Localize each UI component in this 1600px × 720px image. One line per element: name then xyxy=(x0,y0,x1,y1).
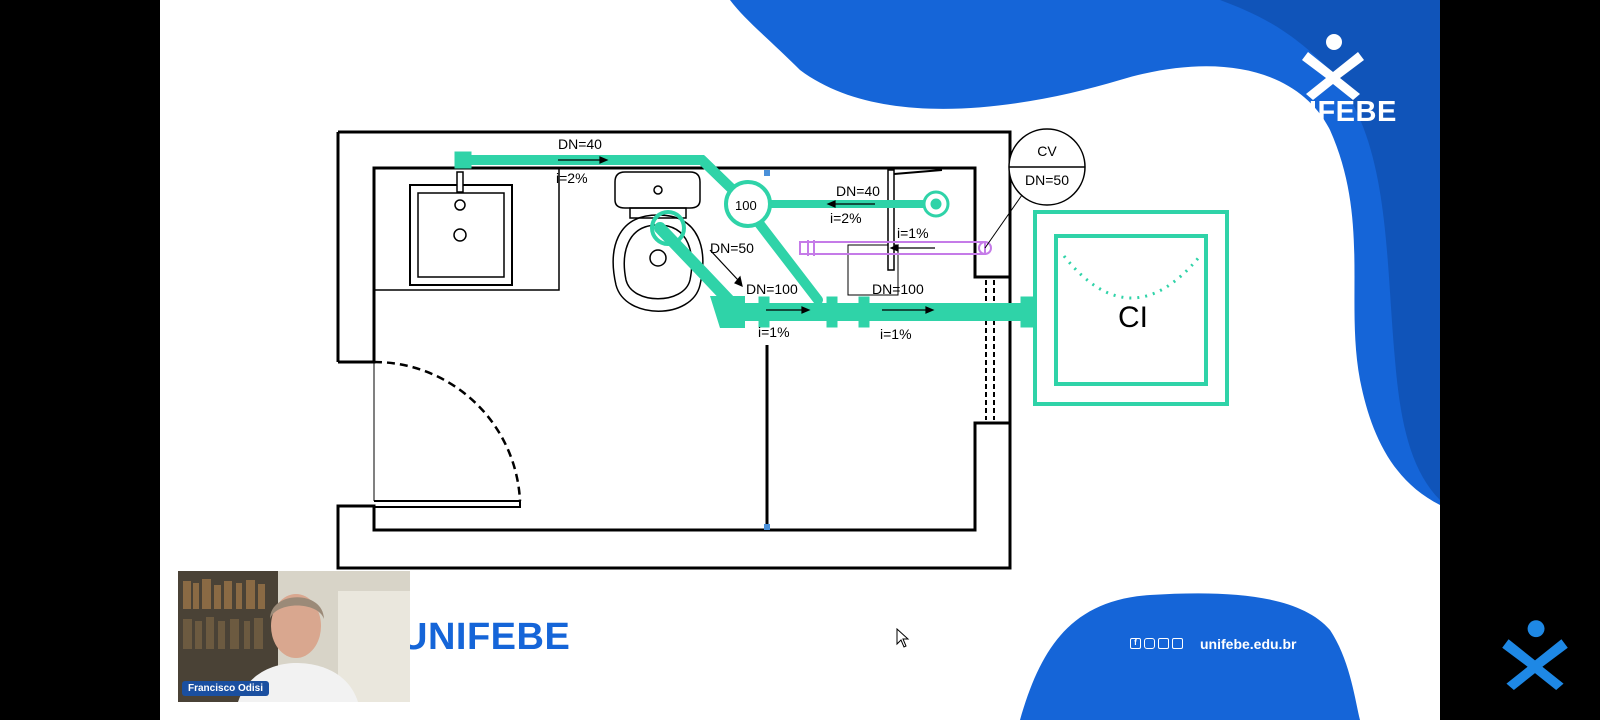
twitter-icon xyxy=(1172,638,1183,649)
inner-wall xyxy=(338,166,1010,364)
facebook-icon: f xyxy=(1130,638,1141,649)
top-logo-text: UNIFEBE xyxy=(1266,96,1397,128)
flow-arrows xyxy=(558,156,935,314)
label-ci: CI xyxy=(1118,301,1148,334)
label-dn50: DN=50 xyxy=(710,240,754,256)
label-slope-bottom: i=1% xyxy=(880,326,912,342)
label-slope-left: i=1% xyxy=(758,324,790,340)
sink xyxy=(373,167,560,291)
presenter-video xyxy=(178,571,410,702)
cv-callout: CV DN=50 xyxy=(984,128,1086,249)
website-link[interactable]: unifebe.edu.br xyxy=(1200,636,1297,652)
cv-label: CV xyxy=(1037,143,1057,159)
label-slope-vent: i=1% xyxy=(897,225,929,241)
youtube-icon xyxy=(1158,638,1169,649)
mouse-cursor-icon xyxy=(896,628,910,648)
outer-wall xyxy=(336,130,1012,570)
webcam-feed: Francisco Odisi xyxy=(178,571,410,702)
cv-dn-label: DN=50 xyxy=(1025,172,1069,188)
instagram-icon xyxy=(1144,638,1155,649)
toilet xyxy=(612,171,704,312)
label-dn40-right: DN=40 xyxy=(836,183,880,199)
background-shapes xyxy=(730,0,1440,720)
inspection-box xyxy=(1033,210,1229,406)
label-box-100: 100 xyxy=(735,198,757,213)
bottom-logo-text: UNIFEBE xyxy=(400,616,571,658)
label-dn40-top: DN=40 xyxy=(558,136,602,152)
unifebe-logo-icon xyxy=(1302,34,1364,100)
label-dn100-left: DN=100 xyxy=(746,281,798,297)
watermark-logo-icon xyxy=(1502,620,1568,690)
label-dn100-right: DN=100 xyxy=(872,281,924,297)
label-slope-top: i=2% xyxy=(556,170,588,186)
social-icons: f xyxy=(1130,638,1183,649)
presenter-name: Francisco Odisi xyxy=(182,681,270,696)
label-slope-right: i=2% xyxy=(830,210,862,226)
door xyxy=(373,360,522,508)
floor-plan-drawing: CV DN=50 DN=40 i=2% DN=40 i=2% i=1% DN=5… xyxy=(336,128,1229,570)
